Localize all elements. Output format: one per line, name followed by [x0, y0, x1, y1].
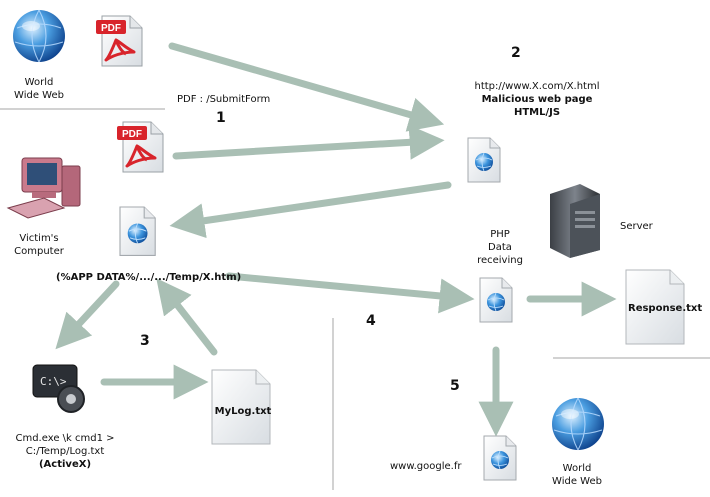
pdf-icon-label: PDF	[101, 23, 121, 34]
svg-text:C:\>_: C:\>_	[40, 375, 73, 388]
cmd-output-path-label: C:/Temp/Log.txt	[25, 446, 105, 457]
url-label: http://www.X.com/X.html	[474, 81, 600, 92]
arrow-malicious-page-to-local-page	[169, 181, 452, 239]
pdf-icon-label: PDF	[122, 129, 142, 140]
google-url-label: www.google.fr	[390, 461, 462, 472]
arrow-pdf-to-malicious-page	[172, 124, 445, 160]
activex-label: (ActiveX)	[38, 459, 92, 470]
arrow-local-page-to-php	[225, 272, 475, 314]
cmd-command-label: Cmd.exe \k cmd1 >	[15, 433, 115, 444]
arrow-local-page-to-cmd	[55, 280, 120, 350]
globe-icon	[551, 397, 605, 451]
arrow-mylog-to-local-page	[156, 278, 218, 356]
html-js-label: HTML/JS	[513, 107, 561, 118]
victim-computer-label: Victim's Computer	[14, 233, 64, 257]
webpage-icon	[467, 137, 501, 183]
computer-icon	[6, 157, 81, 219]
separator-lines	[0, 108, 710, 490]
world-wide-web-label-top: World Wide Web	[14, 77, 64, 101]
mylog-file-label: MyLog.txt	[214, 406, 272, 417]
response-file-label: Response.txt	[628, 303, 703, 314]
server-label: Server	[620, 221, 653, 232]
step-5-label: 5	[450, 378, 460, 394]
step-3-label: 3	[140, 333, 150, 349]
step-4-label: 4	[366, 313, 376, 329]
receiving-label: receiving	[477, 255, 523, 266]
cmd-icon: C:\>_	[32, 364, 85, 413]
local-path-label: (%APP DATA%/.../.../Temp/X.htm)	[56, 272, 242, 283]
data-label: Data	[488, 242, 512, 253]
step-1-label: 1	[216, 110, 226, 126]
world-wide-web-label-bottom: World Wide Web	[552, 463, 602, 487]
malicious-page-label: Malicious web page	[481, 94, 593, 105]
flow-arrows	[55, 42, 617, 437]
globe-icon	[12, 9, 66, 63]
webpage-icon	[119, 206, 156, 256]
step-2-label: 2	[511, 45, 521, 61]
arrow-web-to-malicious-page	[168, 42, 445, 132]
pdf-icon: PDF	[115, 120, 165, 174]
pdf-icon: PDF	[94, 14, 144, 68]
php-label: PHP	[490, 229, 510, 240]
webpage-icon	[483, 435, 517, 481]
webpage-icon	[479, 277, 513, 323]
server-icon	[550, 184, 600, 258]
pdf-submitform-label: PDF : /SubmitForm	[177, 94, 271, 105]
